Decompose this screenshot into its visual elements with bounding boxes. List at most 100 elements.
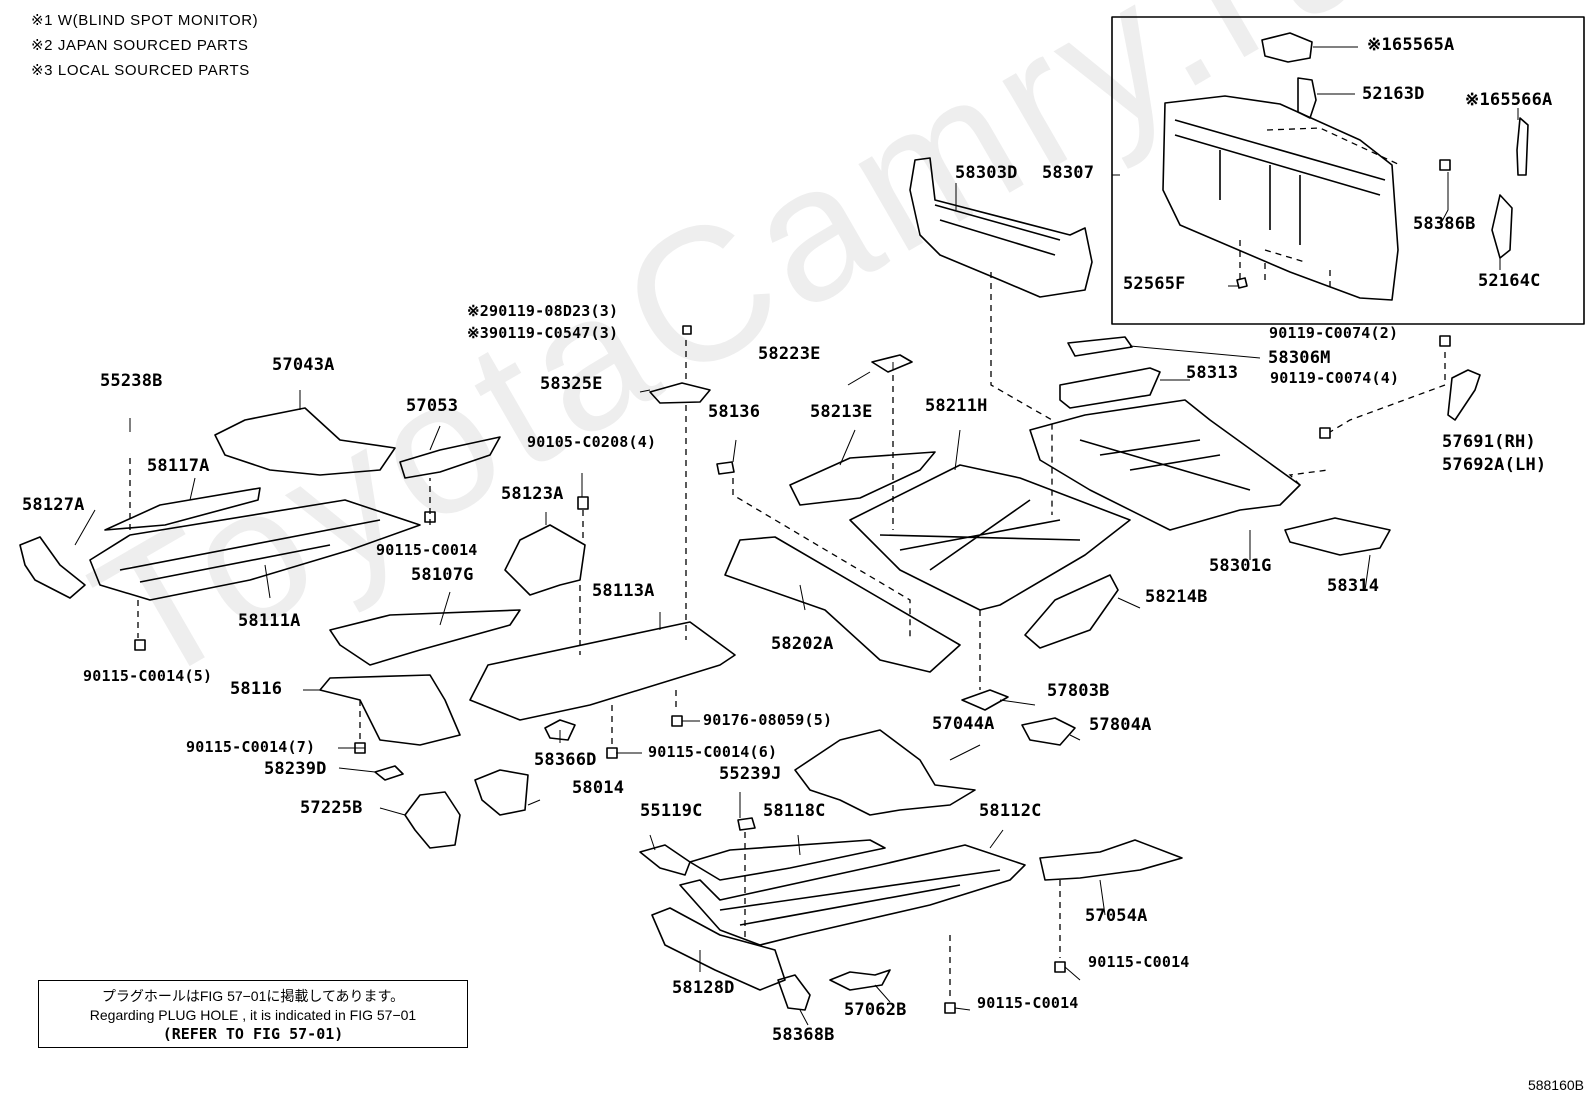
label-55238B: 55238B xyxy=(100,371,163,391)
bolt-90115-C0014-6 xyxy=(606,747,618,759)
part-58118C xyxy=(689,839,886,881)
bolt-90115-C0014-5 xyxy=(134,639,146,651)
part-57043A xyxy=(214,407,396,476)
bolt-90115-C0014-c xyxy=(944,1002,956,1014)
part-58112C xyxy=(679,844,1026,946)
reference-note-box: プラグホールはFIG 57−01に掲載してあります。 Regarding PLU… xyxy=(38,980,468,1048)
label-52565F: 52565F xyxy=(1123,274,1186,294)
label-58325E: 58325E xyxy=(540,374,603,394)
label-57062B: 57062B xyxy=(844,1000,907,1020)
note-1: ※1 W(BLIND SPOT MONITOR) xyxy=(31,12,259,29)
part-58202A xyxy=(724,536,961,673)
part-58128D xyxy=(651,907,786,991)
label-58214B: 58214B xyxy=(1145,587,1208,607)
label-58313: 58313 xyxy=(1186,363,1239,383)
label-90105-C0208: 90105-C0208(4) xyxy=(527,433,657,451)
part-rear-panel xyxy=(1162,95,1399,301)
label-58136: 58136 xyxy=(708,402,761,422)
label-57225B: 57225B xyxy=(300,798,363,818)
part-58127A xyxy=(19,536,86,599)
part-58111A xyxy=(89,499,421,601)
label-58306M: 58306M xyxy=(1268,348,1331,368)
label-57043A: 57043A xyxy=(272,355,335,375)
label-90115-C0014-7: 90115-C0014(7) xyxy=(186,738,316,756)
bolt-90119-C0074 xyxy=(1439,335,1451,347)
part-58366D xyxy=(544,719,576,741)
diagram-code: 588160B xyxy=(1527,1077,1584,1093)
part-58117A xyxy=(104,487,261,531)
label-57804A: 57804A xyxy=(1089,715,1152,735)
part-57053 xyxy=(399,436,501,479)
bolt-90115-C0014-a xyxy=(424,511,436,523)
label-58303D: 58303D xyxy=(955,163,1018,183)
label-58314: 58314 xyxy=(1327,576,1380,596)
part-58223E xyxy=(871,354,913,373)
note-3: ※3 LOCAL SOURCED PARTS xyxy=(31,62,250,79)
label-65566A: ※165566A xyxy=(1465,90,1553,110)
label-90119-C0074-2: 90119-C0074(2) xyxy=(1269,324,1399,342)
reference-line-fig: (REFER TO FIG 57-01) xyxy=(162,1025,344,1043)
label-58113A: 58113A xyxy=(592,581,655,601)
part-58325E xyxy=(649,382,711,404)
part-57054A xyxy=(1039,839,1183,881)
reference-line-jp: プラグホールはFIG 57−01に掲載してあります。 xyxy=(101,988,405,1004)
label-58112C: 58112C xyxy=(979,801,1042,821)
part-65565A xyxy=(1261,32,1313,63)
label-55239J: 55239J xyxy=(719,764,782,784)
part-58214B xyxy=(1024,574,1119,649)
part-58107G xyxy=(329,609,521,666)
label-90176-08059: 90176-08059(5) xyxy=(703,711,833,729)
part-58239D xyxy=(374,765,404,781)
label-90115-C0014-5: 90115-C0014(5) xyxy=(83,667,213,685)
part-52163D xyxy=(1297,77,1317,119)
label-58111A: 58111A xyxy=(238,611,301,631)
label-90115-C0014-6: 90115-C0014(6) xyxy=(648,743,778,761)
label-57053: 57053 xyxy=(406,396,459,416)
label-57803B: 57803B xyxy=(1047,681,1110,701)
label-58223E: 58223E xyxy=(758,344,821,364)
part-52565F xyxy=(1236,277,1248,289)
part-58368B xyxy=(777,974,811,1011)
label-58123A: 58123A xyxy=(501,484,564,504)
label-90115-C0014-b: 90115-C0014 xyxy=(1088,953,1190,971)
part-55119C xyxy=(639,844,691,876)
part-58301G xyxy=(1029,399,1301,531)
label-65565A: ※165565A xyxy=(1367,35,1455,55)
label-55119C: 55119C xyxy=(640,801,703,821)
bolt-90119-08D23 xyxy=(682,325,692,335)
part-58313 xyxy=(1059,367,1161,409)
part-58116 xyxy=(319,674,461,746)
label-57054A: 57054A xyxy=(1085,906,1148,926)
label-58211H: 58211H xyxy=(925,396,988,416)
part-58123A xyxy=(504,524,586,596)
part-57225B xyxy=(404,791,461,849)
bolt-90115-C0014-b xyxy=(1054,961,1066,973)
label-58301G: 58301G xyxy=(1209,556,1272,576)
label-90115-C0014-c: 90115-C0014 xyxy=(977,994,1079,1012)
bolt-90176-08059 xyxy=(671,715,683,727)
label-58213E: 58213E xyxy=(810,402,873,422)
label-58127A: 58127A xyxy=(22,495,85,515)
part-58386B xyxy=(1439,159,1451,171)
label-90119-C0547: ※390119-C0547(3) xyxy=(467,324,619,342)
part-52164C xyxy=(1491,194,1513,259)
label-58386B: 58386B xyxy=(1413,214,1476,234)
part-58306M xyxy=(1067,336,1133,357)
reference-line-en: Regarding PLUG HOLE , it is indicated in… xyxy=(89,1007,417,1023)
label-57691RH: 57691(RH) xyxy=(1442,432,1536,452)
part-58314 xyxy=(1284,517,1391,556)
bolt-90115-C0014-7 xyxy=(354,742,366,754)
label-58107G: 58107G xyxy=(411,565,474,585)
label-90115-C0014-a: 90115-C0014 xyxy=(376,541,478,559)
label-58118C: 58118C xyxy=(763,801,826,821)
note-2: ※2 JAPAN SOURCED PARTS xyxy=(31,37,249,54)
label-57044A: 57044A xyxy=(932,714,995,734)
label-90119-08D23: ※290119-08D23(3) xyxy=(467,302,619,320)
inset-frame xyxy=(1111,16,1585,325)
part-58211H xyxy=(849,464,1131,611)
label-58014: 58014 xyxy=(572,778,625,798)
part-57803B xyxy=(961,689,1009,711)
label-58202A: 58202A xyxy=(771,634,834,654)
part-57691 xyxy=(1447,369,1481,421)
